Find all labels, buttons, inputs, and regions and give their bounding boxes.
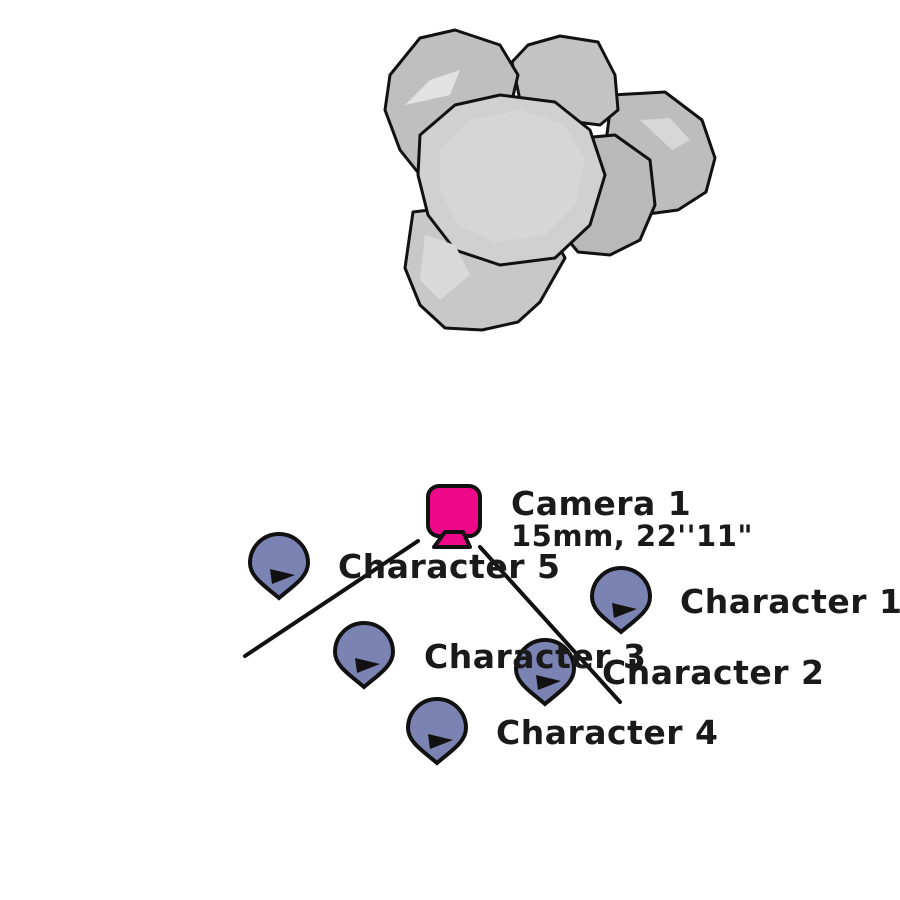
character-1-label: Character 1 — [680, 582, 900, 621]
camera-lens-label: 15mm, 22''11" — [511, 519, 753, 553]
character-2-marker[interactable] — [513, 638, 577, 707]
character-1-marker[interactable] — [589, 566, 653, 635]
character-5-marker[interactable] — [247, 532, 311, 601]
camera-fov-left-line — [243, 539, 420, 658]
camera-fov-right-line — [478, 545, 622, 704]
character-3-marker[interactable] — [332, 621, 396, 690]
character-3-label: Character 3 — [424, 637, 647, 676]
camera-icon[interactable] — [426, 484, 482, 549]
character-4-marker[interactable] — [405, 697, 469, 766]
character-2-label: Character 2 — [602, 653, 825, 692]
camera-name-label: Camera 1 — [511, 484, 692, 523]
character-5-label: Character 5 — [338, 547, 561, 586]
tree-icon[interactable] — [383, 28, 717, 332]
character-4-label: Character 4 — [496, 713, 719, 752]
